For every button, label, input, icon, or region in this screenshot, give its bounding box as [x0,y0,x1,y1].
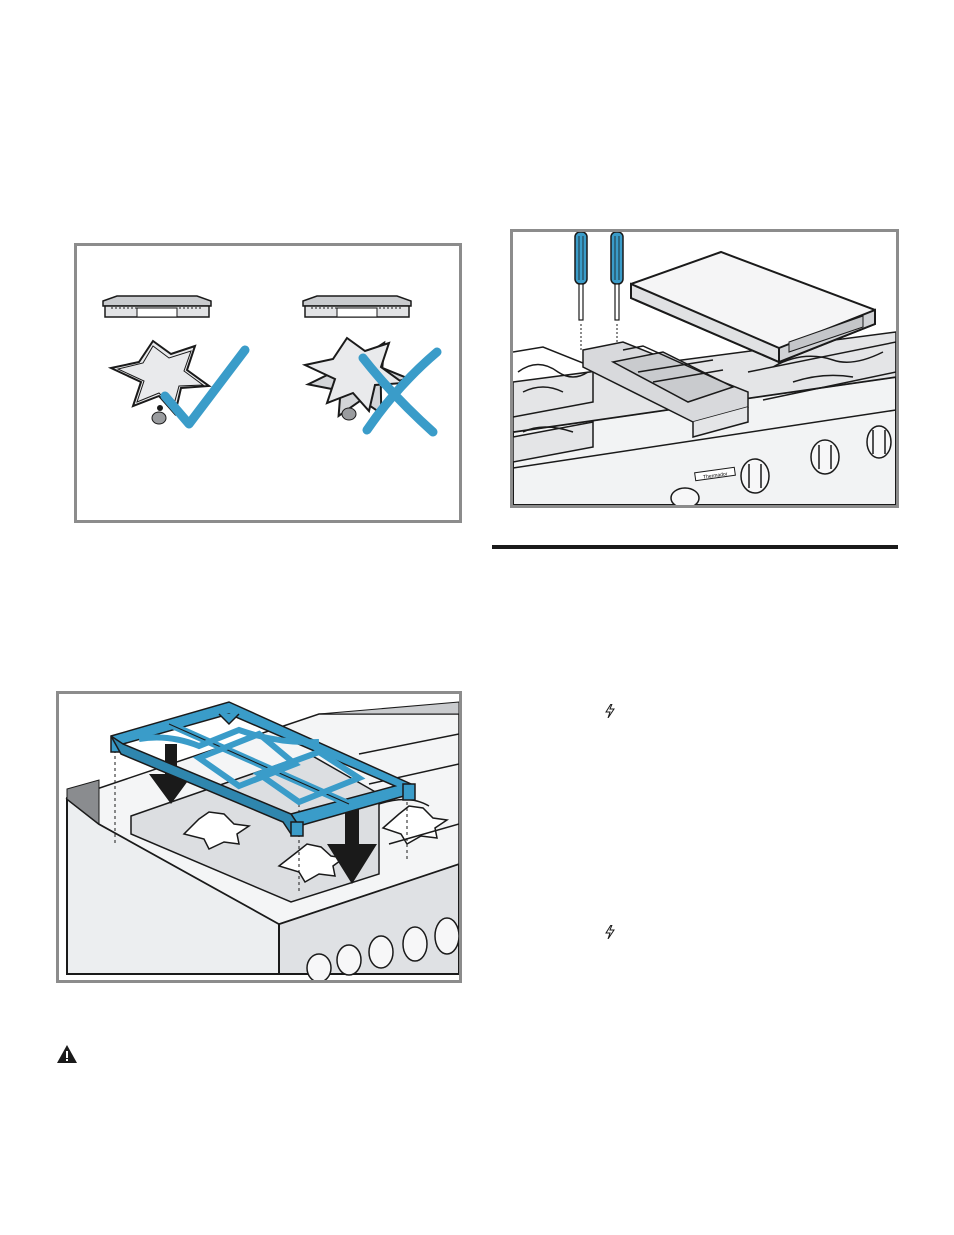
griddle-plate [630,250,876,364]
griddle-tray [582,341,749,438]
brand-plate-label: Thermador [703,471,728,480]
control-knobs [306,917,459,980]
lightning-icon [605,925,615,939]
right-burner-grate [747,341,896,401]
grate-illustration [65,701,459,980]
burner-caps [182,805,450,884]
lightning-icon [605,704,615,718]
screwdriver-phillips [610,232,624,344]
grate-installation-figure [56,691,462,983]
screwdriver-flathead [574,232,588,352]
burner-cap-incorrect [301,336,411,421]
warning-triangle-icon [57,1045,77,1063]
burner-cap-placement-figure [74,243,462,523]
check-icon [160,345,250,429]
brand-plate [694,466,736,482]
burner-grate [110,701,416,837]
right-burner-grate [358,733,459,845]
control-knobs [670,425,892,505]
griddle-removal-figure: Thermador [510,229,899,508]
burner-side-view-correct [102,295,212,318]
burner-cap-illustration [102,295,442,437]
section-divider [492,545,898,549]
burner-side-view-incorrect [302,295,412,318]
cross-icon [358,347,442,437]
down-arrow-icon [327,804,377,884]
griddle-illustration: Thermador [513,232,896,505]
